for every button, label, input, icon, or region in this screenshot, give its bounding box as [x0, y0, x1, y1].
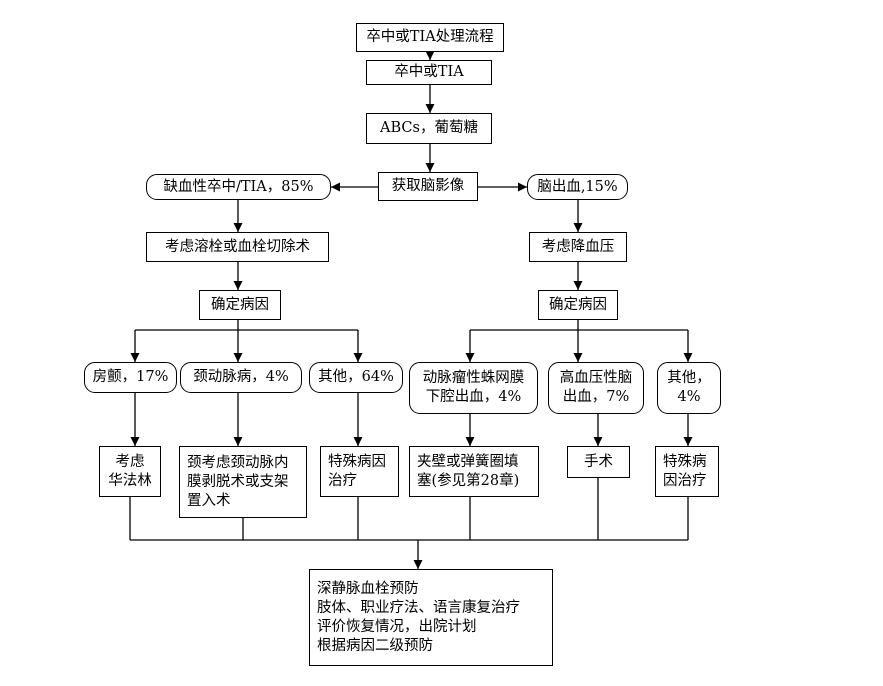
node-af: 房颤，17%	[84, 362, 177, 393]
node-sah: 动脉瘤性蛛网膜 下腔出血，4%	[409, 362, 538, 414]
node-endarterectomy: 颈考虑颈动脉内 膜剥脱术或支架 置入术	[179, 446, 307, 518]
flowchart-title: 卒中或TIA处理流程	[356, 23, 504, 52]
node-warfarin: 考虑 华法林	[99, 446, 161, 497]
node-special-right: 特殊病 因治疗	[655, 446, 719, 497]
node-special-left: 特殊病因 治疗	[320, 446, 399, 497]
node-thrombolysis: 考虑溶栓或血栓切除术	[146, 232, 329, 262]
node-hemorrhage: 脑出血,15%	[527, 174, 628, 200]
node-surgery: 手术	[567, 446, 630, 478]
node-lower-bp: 考虑降血压	[529, 232, 627, 262]
node-other-right: 其他， 4%	[657, 362, 721, 414]
node-clip-coil: 夹壁或弹簧圈填 塞(参见第28章)	[409, 446, 539, 497]
node-hypertensive: 高血压性脑 出血，7%	[548, 362, 644, 414]
node-ischemic: 缺血性卒中/TIA，85%	[146, 174, 331, 200]
node-cause-right: 确定病因	[538, 290, 618, 320]
node-cause-left: 确定病因	[199, 290, 281, 320]
node-start: 卒中或TIA	[366, 60, 492, 85]
node-other-left: 其他，64%	[309, 362, 403, 393]
node-abcs: ABCs，葡萄糖	[366, 113, 492, 144]
node-carotid: 颈动脉病，4%	[180, 362, 302, 393]
node-imaging: 获取脑影像	[378, 172, 478, 201]
node-final: 深静脉血栓预防 肢体、职业疗法、语言康复治疗 评价恢复情况，出院计划 根据病因二…	[309, 569, 553, 666]
